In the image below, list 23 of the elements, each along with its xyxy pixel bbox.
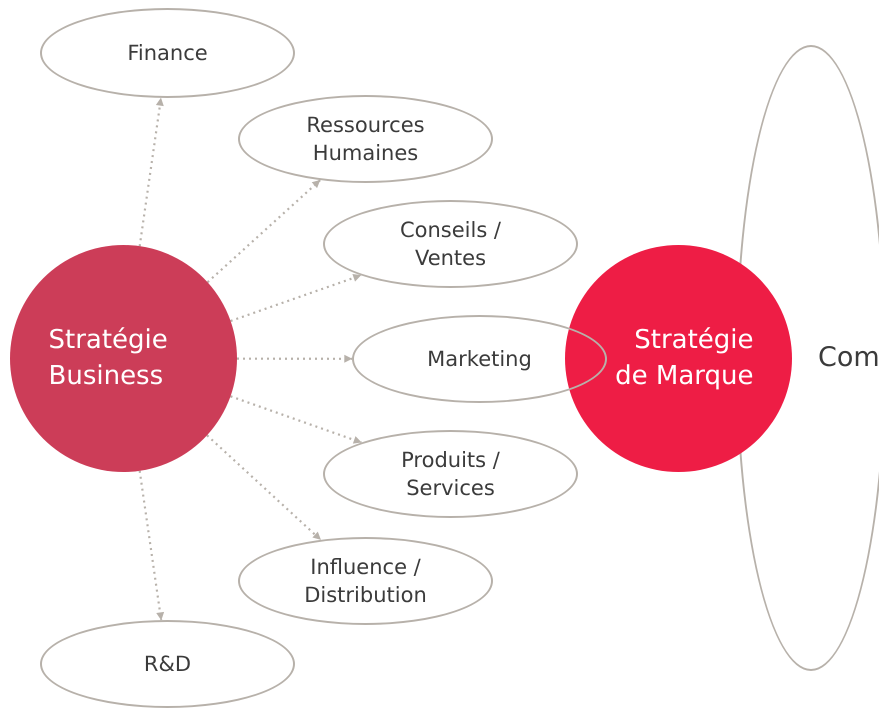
department-ellipse [40, 8, 295, 98]
ellipse-label: Com [818, 340, 879, 375]
dotted-arrow [138, 470, 164, 620]
ellipse-label: Produits / Services [400, 446, 501, 502]
ellipse-label: Marketing [427, 346, 532, 373]
department-ellipse [323, 200, 578, 288]
dotted-arrow [138, 98, 164, 246]
ellipse-label: R&D [144, 650, 192, 678]
circle-label: Stratégie de Marque [614, 324, 754, 392]
circle-label: Stratégie Business [48, 324, 169, 392]
dotted-arrow [206, 434, 322, 541]
ellipse-label: Ressources Humaines [305, 112, 426, 167]
ellipse-label: Conseils / Ventes [398, 216, 502, 272]
department-ellipse [238, 95, 493, 183]
dotted-arrow [206, 179, 321, 284]
department-ellipse [40, 620, 295, 708]
department-ellipse [238, 537, 493, 625]
department-ellipse [323, 430, 578, 518]
ellipse-label: Finance [127, 40, 208, 67]
dotted-arrow [230, 395, 362, 444]
dotted-arrow [230, 274, 362, 322]
dotted-arrow [237, 354, 352, 363]
ellipse-label: Influence / Distribution [303, 554, 428, 609]
